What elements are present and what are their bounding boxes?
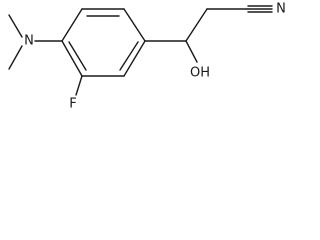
bond-ring-double-3 (68, 41, 87, 71)
atom-label-hydroxyl: OH (190, 66, 210, 81)
atom-label-amine-n: N (24, 34, 34, 49)
atom-label-nitrile-n: N (276, 2, 286, 17)
bond-chiral-oh (185, 40, 198, 63)
atom-label-fluorine: F (69, 97, 76, 112)
bond-ring-6 (61, 40, 83, 77)
bond-ring-1 (61, 8, 83, 42)
bond-methyl-1 (8, 14, 23, 38)
bond-ring-3 (123, 8, 146, 42)
bond-ring-4 (123, 40, 146, 77)
bond-c-f (75, 75, 83, 96)
bond-methyl-2 (8, 45, 23, 70)
bond-ring-double-2 (119, 41, 139, 71)
molecule-structure: N F OH N (8, 2, 286, 112)
bond-chiral-ch2 (185, 8, 208, 42)
